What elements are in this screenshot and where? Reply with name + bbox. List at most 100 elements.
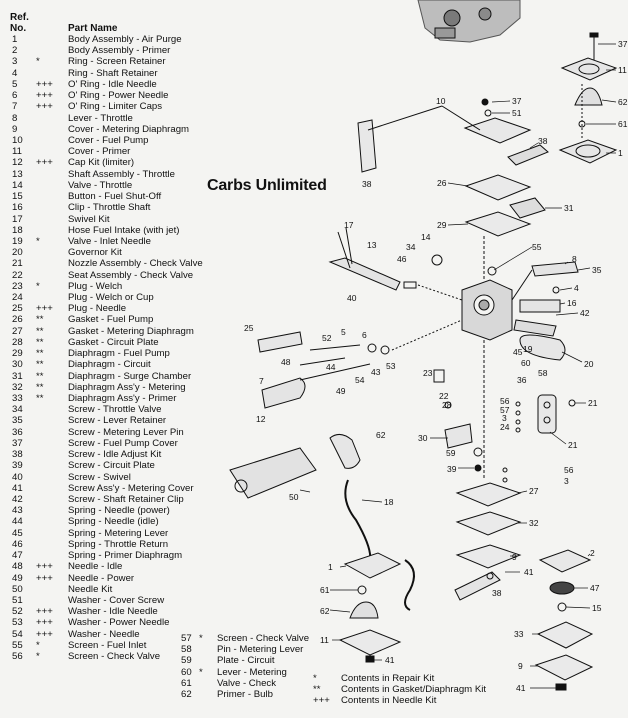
part-name: Spring - Primer Diaphragm <box>68 550 183 562</box>
part-name: Cover - Primer <box>68 146 131 158</box>
callout-62: 62 <box>618 97 628 107</box>
callout-38: 38 <box>362 179 372 189</box>
legend-text: Contents in Gasket/Diaphragm Kit <box>341 684 487 696</box>
part-name: Body Assembly - Air Purge <box>68 34 182 45</box>
part-row: 29**Diaphragm - Fuel Pump <box>8 348 223 359</box>
part-name: Plate - Circuit <box>217 655 275 667</box>
part-name: Ring - Screen Retainer <box>68 56 166 68</box>
part-number: 34 <box>12 404 23 416</box>
callout-4: 4 <box>574 283 579 293</box>
kit-mark: +++ <box>36 157 53 169</box>
part-name: Valve - Check <box>217 677 277 689</box>
part-number: 20 <box>12 247 23 259</box>
part-number: 31 <box>12 370 23 382</box>
part-row: 19*Valve - Inlet Needle <box>8 236 223 247</box>
ref-header-line2: No. <box>10 23 27 34</box>
callout-7: 7 <box>259 376 264 386</box>
kit-mark: +++ <box>36 78 53 90</box>
callout-52: 52 <box>322 333 332 343</box>
callout-30: 30 <box>418 433 428 443</box>
callout-57: 57 <box>500 405 510 415</box>
part-name: Washer - Idle Needle <box>68 606 158 618</box>
callout-16: 16 <box>567 298 577 308</box>
part-number: 5 <box>12 78 18 90</box>
kit-mark: +++ <box>36 303 53 315</box>
part-row: 30**Diaphragm - Circuit <box>8 359 223 370</box>
center-stack-group <box>433 369 522 569</box>
callout-27: 27 <box>529 486 539 496</box>
callout-36: 36 <box>517 375 527 385</box>
callout-59: 59 <box>446 448 456 458</box>
brand-title: Carbs Unlimited <box>207 177 327 194</box>
callout-42: 42 <box>580 308 590 318</box>
part-number: 55 <box>12 639 23 651</box>
kit-mark: +++ <box>36 572 53 584</box>
callout-23: 23 <box>423 368 433 378</box>
part-number: 53 <box>12 617 23 629</box>
callout-37: 37 <box>618 39 628 49</box>
part-row: 5 +++ O' Ring - Idle Needle <box>8 79 223 90</box>
part-number: 6 <box>12 90 18 102</box>
part-number: 21 <box>12 258 23 270</box>
callout-13: 13 <box>367 240 377 250</box>
part-number: 32 <box>12 381 23 393</box>
part-name: Screw - Circuit Plate <box>68 460 155 472</box>
callout-45: 45 <box>513 347 523 357</box>
part-name-header: Part Name <box>68 23 118 34</box>
part-name: O' Ring - Idle Needle <box>68 78 157 90</box>
part-name: Screen - Check Valve <box>68 651 161 663</box>
part-name: Screen - Fuel Inlet <box>68 639 147 651</box>
part-row: 27**Gasket - Metering Diaphragm <box>8 326 223 337</box>
part-number: 10 <box>12 134 23 146</box>
part-number: 28 <box>12 336 23 348</box>
kit-mark: +++ <box>36 617 53 629</box>
part-name: Spring - Needle (idle) <box>68 516 159 528</box>
part-number: 42 <box>12 493 23 505</box>
callout-14: 14 <box>421 232 431 242</box>
part-row: 10 Cover - Fuel Pump <box>8 135 223 146</box>
kit-mark: * <box>36 651 40 663</box>
callout-41: 41 <box>385 655 395 665</box>
callout-32: 32 <box>529 518 539 528</box>
part-row: 33**Diaphragm Ass'y - Primer <box>8 393 223 404</box>
callout-22: 22 <box>439 391 449 401</box>
kit-mark: * <box>36 280 40 292</box>
callout-62: 62 <box>376 430 386 440</box>
kit-mark: +++ <box>36 90 53 102</box>
part-number: 58 <box>181 644 192 656</box>
part-row: 48+++Needle - Idle <box>8 561 223 572</box>
part-name: Screw - Fuel Pump Cover <box>68 437 178 449</box>
part-number: 37 <box>12 437 23 449</box>
part-number: 27 <box>12 325 23 337</box>
part-name: O' Ring - Limiter Caps <box>68 101 163 113</box>
callout-12: 12 <box>256 414 266 424</box>
callout-15: 15 <box>592 603 602 613</box>
callout-8: 8 <box>572 254 577 264</box>
callout-3: 3 <box>502 413 507 423</box>
kit-mark: ** <box>36 314 44 326</box>
part-name: Cover - Fuel Pump <box>68 134 149 146</box>
callout-43: 43 <box>371 367 381 377</box>
callout-54: 54 <box>355 375 365 385</box>
ref-header-line1: Ref. <box>10 12 29 23</box>
part-row: 28**Gasket - Circuit Plate <box>8 337 223 348</box>
part-number: 48 <box>12 561 23 573</box>
part-row: 53+++Washer - Power Needle <box>8 617 223 628</box>
fuel-hose-group <box>229 434 415 611</box>
part-number: 54 <box>12 628 23 640</box>
kit-mark: +++ <box>36 628 53 640</box>
part-number: 23 <box>12 280 23 292</box>
callout-9: 9 <box>518 661 523 671</box>
bottom-left-cover-group <box>338 552 402 663</box>
carburetor-photo-corner <box>417 0 521 43</box>
